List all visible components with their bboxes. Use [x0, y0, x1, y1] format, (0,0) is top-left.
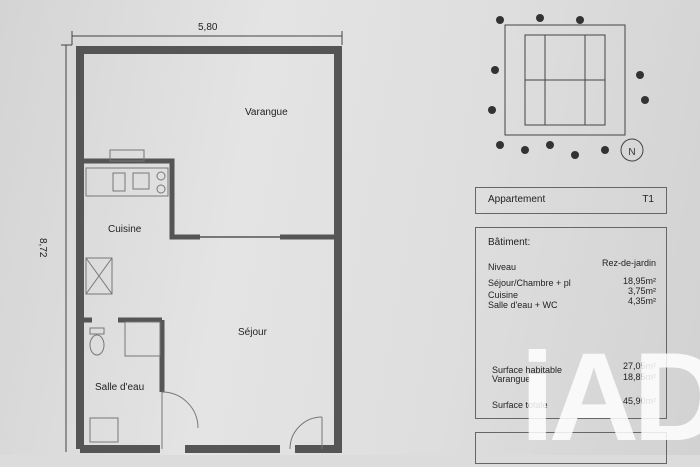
surface-habitable-value: 27,05m² [622, 361, 656, 371]
floor-plan: N [61, 14, 649, 453]
niveau-value: Rez-de-jardin [601, 258, 656, 268]
row-label: Séjour/Chambre + pl [488, 278, 571, 288]
room-label-sejour: Séjour [238, 327, 267, 338]
row-label: Cuisine [488, 290, 519, 300]
row-value: 18,95m² [622, 276, 656, 286]
site-plan-thumbnail [504, 24, 644, 162]
iad-watermark-logo: iAD [520, 328, 700, 467]
surface-totale-value: 45,90m² [622, 396, 656, 406]
row-label: Salle d'eau + WC [488, 300, 558, 310]
fixtures [85, 149, 323, 450]
room-label-varangue: Varangue [245, 107, 288, 118]
surface-habitable-label: Surface habitable [492, 365, 563, 375]
row-value: 3,75m² [627, 286, 656, 296]
room-label-cuisine: Cuisine [108, 224, 142, 235]
niveau-label: Niveau [488, 262, 517, 272]
varangue-value: 18,85m² [622, 372, 656, 382]
height-dimension: 8,72 [37, 238, 48, 258]
north-arrow-icon: N [628, 147, 635, 158]
surface-totale-label: Surface totale [492, 400, 548, 410]
row-value: 4,35m² [627, 296, 656, 306]
room-label-salle-eau: Salle d'eau [95, 382, 145, 393]
tree-icons [488, 14, 649, 159]
batiment-label: Bâtiment: [488, 237, 531, 248]
width-dimension: 5,80 [198, 22, 218, 33]
appartement-type: T1 [642, 194, 654, 205]
appartement-box: Appartement T1 [475, 187, 667, 214]
appartement-label: Appartement [488, 194, 546, 205]
dimension-lines [61, 31, 343, 452]
varangue-label: Varangue [492, 374, 531, 384]
details-box: Bâtiment: Niveau Rez-de-jardin Séjour/Ch… [475, 227, 667, 419]
walls [76, 46, 342, 453]
